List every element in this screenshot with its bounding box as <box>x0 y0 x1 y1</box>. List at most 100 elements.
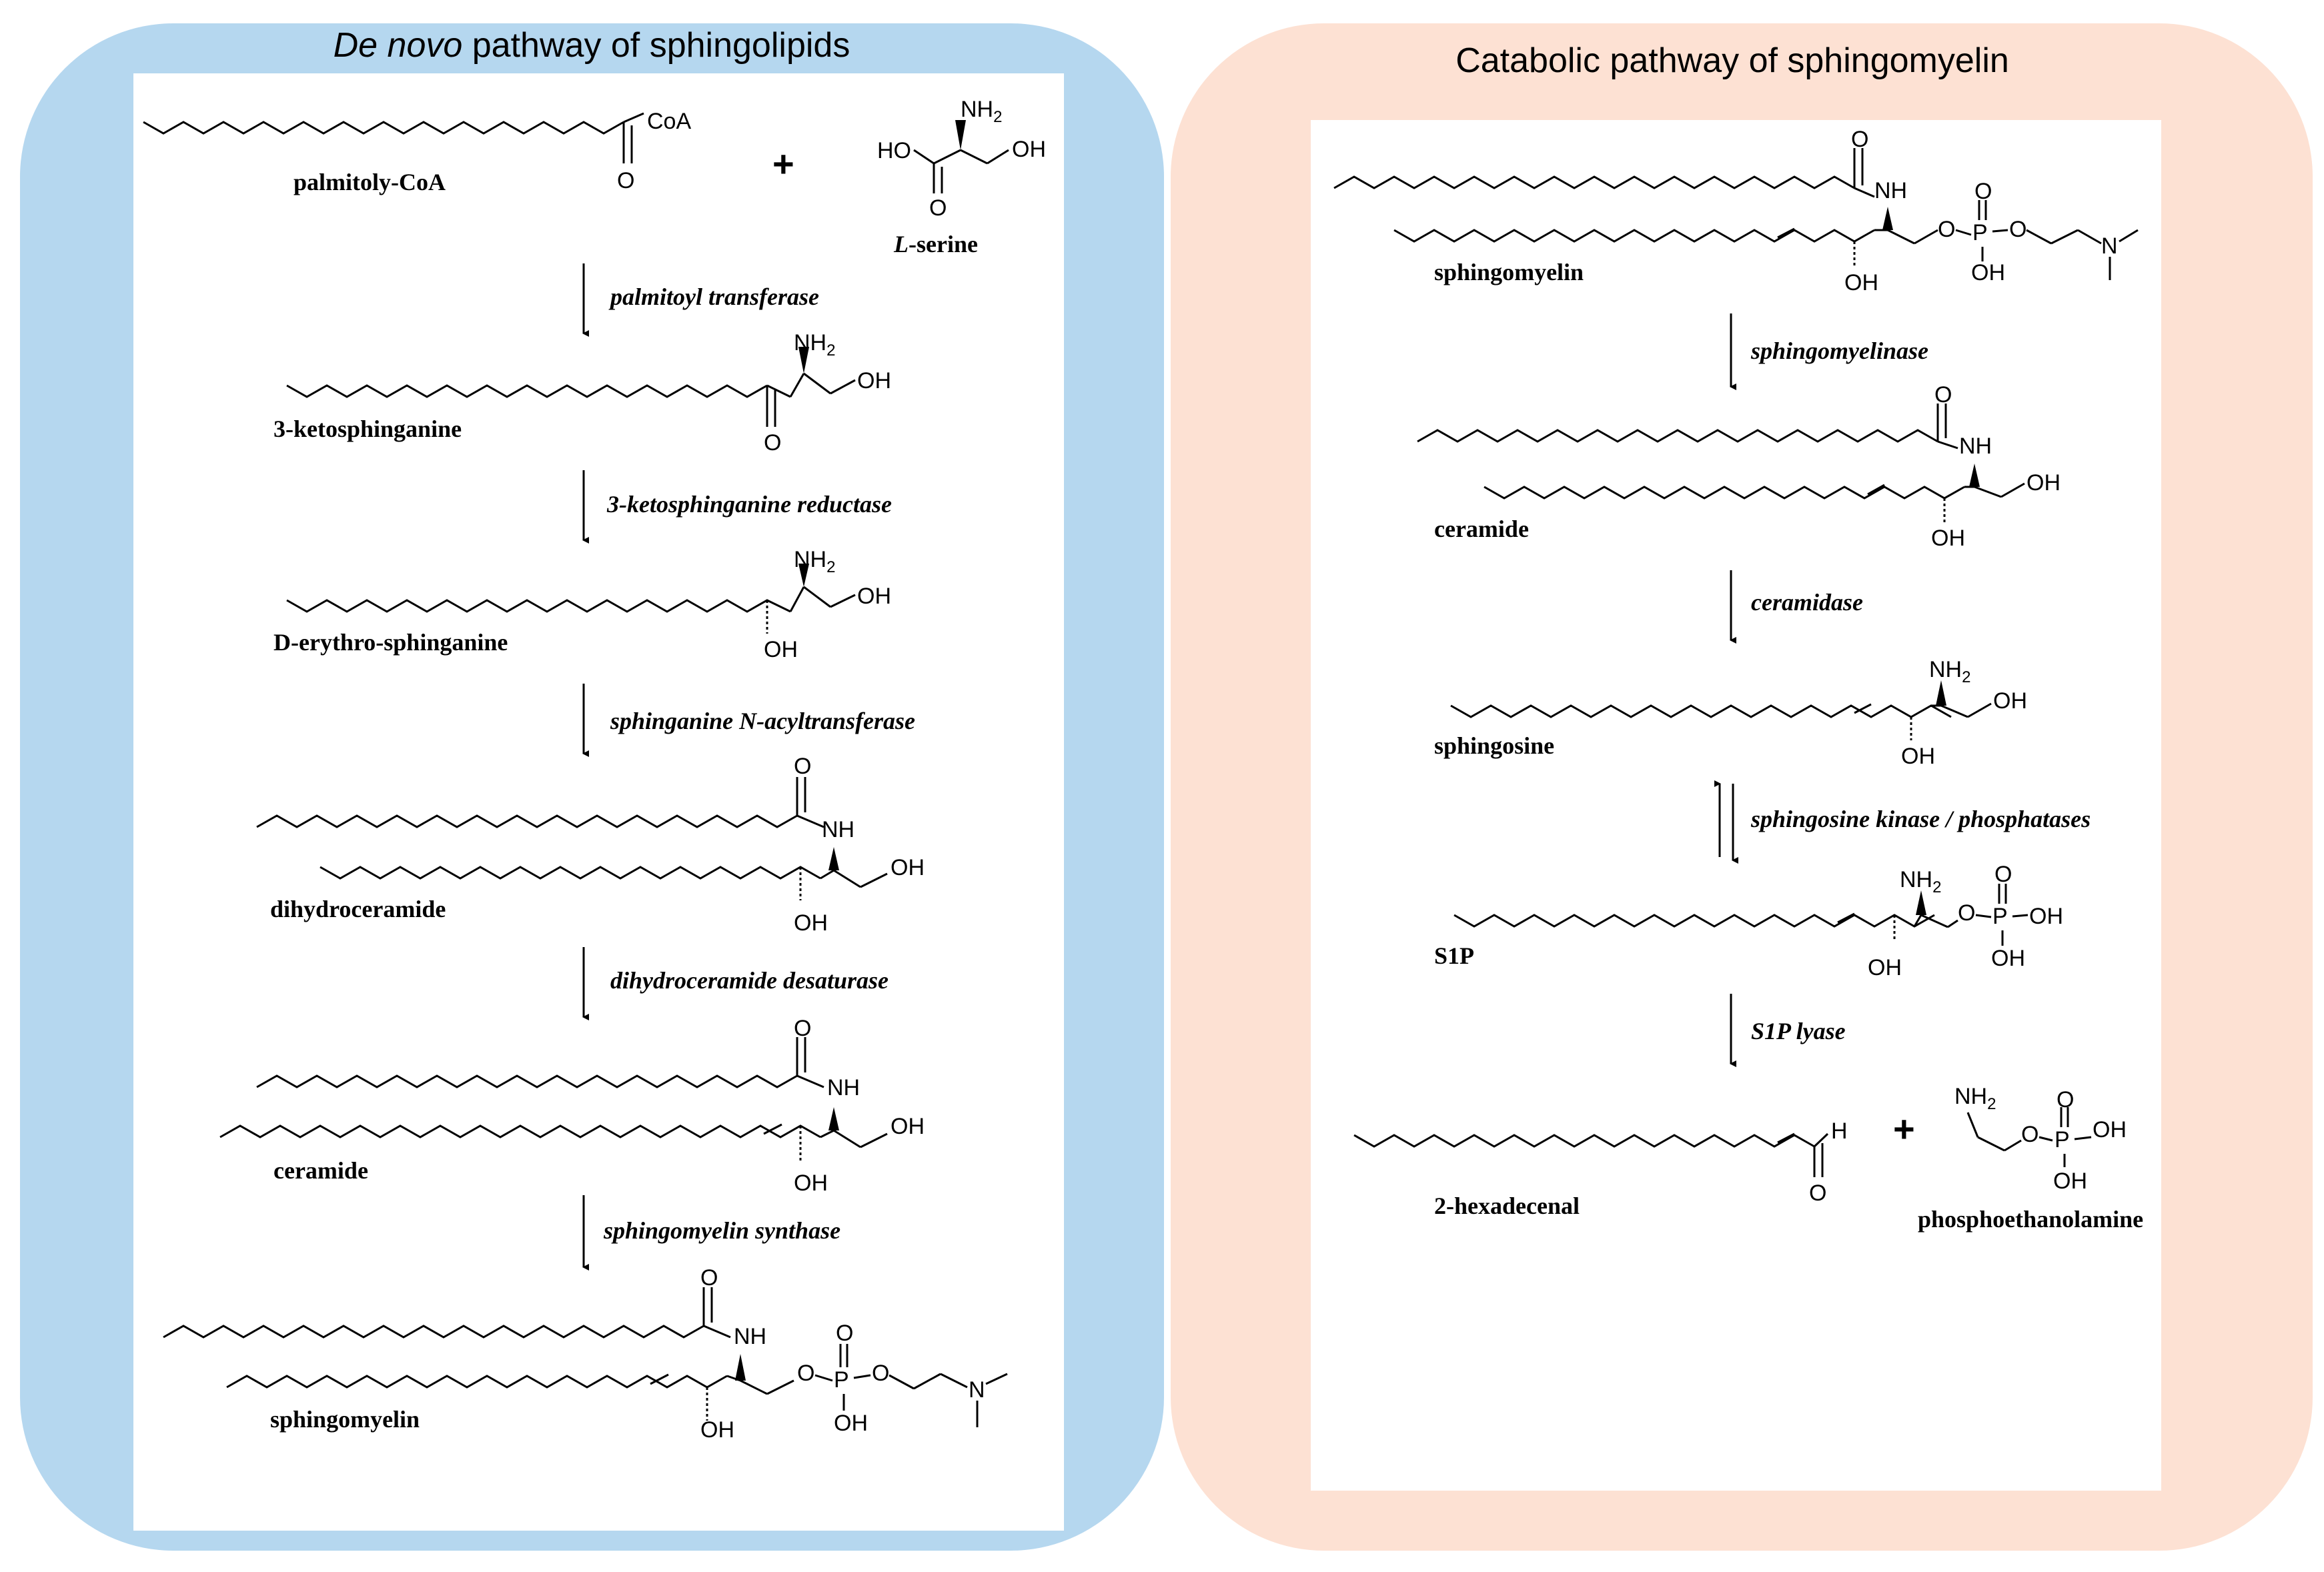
oh-label: OH <box>1868 955 1902 980</box>
oh-label: OH <box>2093 1117 2127 1142</box>
oh-label: OH <box>1991 946 2025 971</box>
ketosphinganine-label: 3-ketosphinganine <box>273 416 462 442</box>
oh-label: OH <box>700 1417 734 1443</box>
oxygen-label: O <box>872 1361 889 1386</box>
oxygen-label: O <box>700 1265 718 1291</box>
nh-label: NH <box>822 817 854 842</box>
phosphorus-label: P <box>2055 1127 2070 1152</box>
l-serine-label: L-serine <box>893 231 978 257</box>
hexadecenal-label: 2-hexadecenal <box>1434 1193 1580 1219</box>
ho-label: HO <box>877 138 911 163</box>
oxygen-label: O <box>794 754 811 779</box>
nh2-label: NH2 <box>794 547 835 576</box>
oh-label: OH <box>857 584 891 609</box>
ceramide-structure: O NH OH OH ceramide <box>219 1016 925 1196</box>
hexadecenal-structure: O H 2-hexadecenal <box>1353 1118 1848 1219</box>
oxygen-label: O <box>794 1016 811 1041</box>
nh2-label: NH2 <box>794 330 835 359</box>
hydrogen-label: H <box>1831 1118 1848 1144</box>
oh-label: OH <box>1971 260 2005 285</box>
enzyme-sphingosine-kinase-phosphatases: sphingosine kinase / phosphatases <box>1750 806 2091 832</box>
oh-label: OH <box>1844 270 1878 295</box>
oxygen-label: O <box>1809 1181 1826 1206</box>
nh2-label: NH2 <box>1929 657 1970 686</box>
coa-label: CoA <box>647 109 691 134</box>
enzyme-ceramidase: ceramidase <box>1751 589 1863 616</box>
oxygen-label: O <box>1934 382 1952 408</box>
sphingomyelin-structure: O NH OH O P O OH O N <box>1333 127 2139 295</box>
oh-label: OH <box>891 855 925 880</box>
enzyme-ketosphinganine-reductase: 3-ketosphinganine reductase <box>606 491 892 518</box>
oh-label: OH <box>834 1411 868 1436</box>
sphinganine-structure: OH NH2 OH D-erythro-sphinganine <box>273 547 891 662</box>
de-novo-panel-title: De novo pathway of sphingolipids <box>334 26 850 65</box>
plus-sign: + <box>1893 1108 1915 1150</box>
oh-label: OH <box>2026 470 2061 496</box>
enzyme-sphingomyelinase: sphingomyelinase <box>1750 337 1928 364</box>
oh-label: OH <box>857 368 891 394</box>
ceramide-label: ceramide <box>273 1157 368 1184</box>
enzyme-sphinganine-n-acyltransferase: sphinganine N-acyltransferase <box>610 708 915 734</box>
palmitoyl-coa-label: palmitoly-CoA <box>294 169 446 195</box>
oh-label: OH <box>1931 526 1965 551</box>
de-novo-panel: De novo pathway of sphingolipids CoA O p… <box>20 23 1164 1551</box>
enzyme-dihydroceramide-desaturase: dihydroceramide desaturase <box>610 967 889 994</box>
oxygen-label: O <box>836 1321 853 1346</box>
oh-label: OH <box>794 910 828 936</box>
oxygen-label: O <box>797 1361 814 1386</box>
sphingosine-label: sphingosine <box>1434 732 1554 759</box>
sphingomyelin-label: sphingomyelin <box>1434 259 1584 285</box>
ceramide-structure: O NH OH OH ceramide <box>1417 382 2061 551</box>
oxygen-label: O <box>617 168 634 193</box>
oh-label: OH <box>891 1114 925 1139</box>
ketosphinganine-structure: O NH2 OH 3-ketosphinganine <box>273 330 891 456</box>
enzyme-palmitoyl-transferase: palmitoyl transferase <box>608 283 819 310</box>
catabolic-panel: Catabolic pathway of sphingomyelin O NH … <box>1171 23 2313 1551</box>
enzyme-sphingomyelin-synthase: sphingomyelin synthase <box>603 1217 840 1244</box>
dihydroceramide-label: dihydroceramide <box>270 896 446 922</box>
oxygen-label: O <box>1994 862 2012 887</box>
enzyme-s1p-lyase: S1P lyase <box>1751 1018 1846 1044</box>
l-serine-structure: HO O NH2 OH L-serine <box>877 97 1046 257</box>
plus-sign: + <box>772 143 794 185</box>
nh2-label: NH2 <box>1900 867 1941 896</box>
oxygen-label: O <box>929 195 947 221</box>
oxygen-label: O <box>1958 900 1975 926</box>
sphingomyelin-structure: O NH OH O P O OH O N <box>163 1265 1008 1443</box>
nh2-label: NH2 <box>961 97 1002 126</box>
oh-label: OH <box>1993 688 2027 714</box>
phosphoethanolamine-structure: NH2 O P O OH OH phosphoethanolamine <box>1918 1084 2143 1233</box>
oh-label: OH <box>794 1170 828 1196</box>
sphinganine-label: D-erythro-sphinganine <box>273 629 508 656</box>
phosphorus-label: P <box>834 1367 849 1393</box>
nitrogen-label: N <box>969 1377 985 1403</box>
oh-label: OH <box>1012 137 1046 162</box>
oxygen-label: O <box>2009 217 2026 242</box>
dihydroceramide-structure: O NH OH OH dihydroceramide <box>256 754 925 936</box>
nh-label: NH <box>1959 434 1992 459</box>
phosphorus-label: P <box>1992 904 2008 929</box>
catabolic-panel-title: Catabolic pathway of sphingomyelin <box>1456 41 2009 80</box>
oxygen-label: O <box>1974 179 1992 204</box>
nitrogen-label: N <box>2101 233 2118 259</box>
oh-label: OH <box>1901 744 1935 769</box>
oxygen-label: O <box>2021 1122 2039 1147</box>
oxygen-label: O <box>2057 1087 2074 1112</box>
phosphoethanolamine-label: phosphoethanolamine <box>1918 1206 2143 1233</box>
s1p-structure: OH NH2 O P O OH OH S1P <box>1434 862 2063 980</box>
nh-label: NH <box>734 1324 766 1349</box>
s1p-label: S1P <box>1434 942 1474 969</box>
oxygen-label: O <box>764 430 781 456</box>
oxygen-label: O <box>1938 217 1955 242</box>
phosphorus-label: P <box>1972 220 1988 245</box>
sphingosine-structure: OH NH2 OH sphingosine <box>1434 657 2027 769</box>
sphingomyelin-label: sphingomyelin <box>270 1406 420 1433</box>
oh-label: OH <box>2053 1168 2087 1194</box>
oh-label: OH <box>764 637 798 662</box>
palmitoyl-coa-structure: CoA O palmitoly-CoA <box>143 109 691 195</box>
ceramide-label: ceramide <box>1434 516 1529 542</box>
nh-label: NH <box>827 1075 860 1100</box>
nh-label: NH <box>1874 178 1907 203</box>
oh-label: OH <box>2029 904 2063 929</box>
